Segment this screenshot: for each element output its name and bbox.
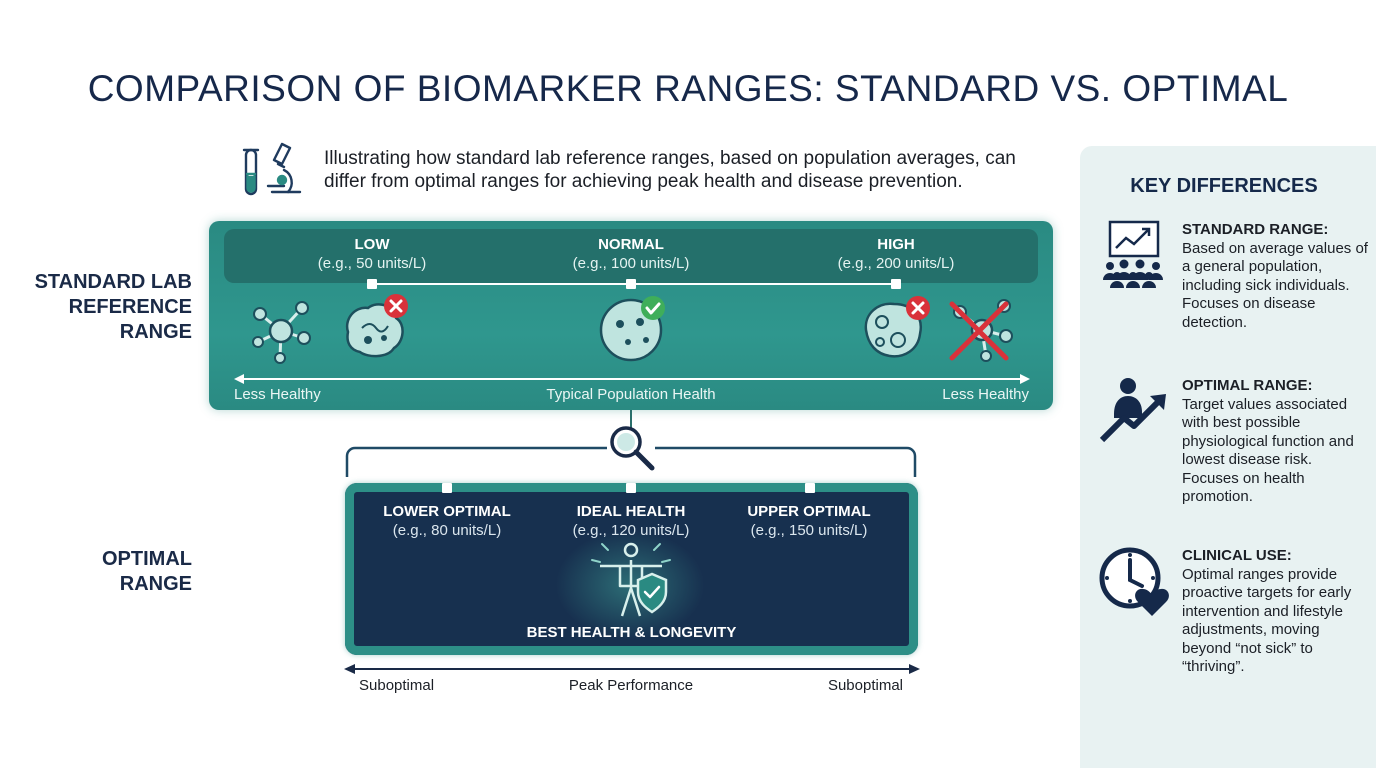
tick-ideal-health (626, 483, 636, 493)
marker-normal: NORMAL (e.g., 100 units/L) (521, 235, 741, 273)
clock-heart-icon (1099, 547, 1169, 616)
lab-microscope-icon (242, 142, 302, 196)
marker-lower-optimal-title: LOWER OPTIMAL (383, 503, 511, 520)
optimal-performance-arrow (344, 664, 920, 674)
tick-lower-optimal (442, 483, 452, 493)
key-diff-optimal-body: Target values associated with best possi… (1182, 395, 1354, 506)
standard-label-line-2: REFERENCE (68, 296, 192, 318)
marker-upper-optimal-example: (e.g., 150 units/L) (750, 522, 868, 539)
standard-range-header (224, 229, 1038, 283)
marker-high: HIGH (e.g., 200 units/L) (786, 235, 1006, 273)
marker-normal-example: (e.g., 100 units/L) (572, 255, 690, 272)
crossed-molecule-icon (949, 299, 1013, 362)
marker-low-title: LOW (354, 236, 390, 253)
magnifier-icon (610, 426, 655, 471)
enlarged-cell-icon (864, 296, 930, 358)
standard-health-arrow (234, 374, 1030, 384)
healthy-cell-icon (599, 296, 665, 362)
marker-normal-title: NORMAL (598, 236, 664, 253)
marker-ideal-health-title: IDEAL HEALTH (576, 503, 686, 520)
optimal-label-line-2: RANGE (119, 573, 192, 595)
key-diff-clinical-heading: CLINICAL USE: (1182, 547, 1292, 564)
key-diff-standard: STANDARD RANGE: Based on average values … (1182, 221, 1368, 332)
marker-high-example: (e.g., 200 units/L) (837, 255, 955, 272)
tick-normal (626, 279, 636, 289)
standard-foot-left: Less Healthy (234, 386, 321, 403)
standard-foot-right: Less Healthy (942, 386, 1029, 403)
key-differences-title: KEY DIFFERENCES (1130, 175, 1318, 197)
molecule-icon (252, 301, 311, 364)
tick-upper-optimal (805, 483, 815, 493)
intro-line-2: differ from optimal ranges for achieving… (324, 171, 963, 192)
best-health-label: BEST HEALTH & LONGEVITY (526, 624, 737, 641)
protected-person-icon (591, 542, 671, 617)
zoom-bracket (345, 446, 917, 477)
intro-text: Illustrating how standard lab reference … (324, 147, 1064, 193)
optimal-foot-center: Peak Performance (568, 677, 694, 694)
key-diff-standard-body: Based on average values of a general pop… (1182, 239, 1368, 331)
marker-low-example: (e.g., 50 units/L) (317, 255, 427, 272)
key-diff-clinical: CLINICAL USE: Optimal ranges provide pro… (1182, 547, 1368, 677)
intro-line-1: Illustrating how standard lab reference … (324, 148, 1016, 169)
marker-upper-optimal: UPPER OPTIMAL (e.g., 150 units/L) (709, 502, 909, 540)
marker-upper-optimal-title: UPPER OPTIMAL (747, 503, 871, 520)
standard-range-label: STANDARD LAB REFERENCE RANGE (20, 270, 192, 345)
optimal-foot-right: Suboptimal (827, 677, 903, 694)
population-chart-icon (1103, 220, 1163, 288)
tick-high (891, 279, 901, 289)
marker-low: LOW (e.g., 50 units/L) (262, 235, 482, 273)
standard-foot-center: Typical Population Health (546, 386, 716, 403)
key-diff-optimal-heading: OPTIMAL RANGE: (1182, 377, 1313, 394)
damaged-cell-icon (345, 294, 408, 358)
optimal-range-label: OPTIMAL RANGE (20, 547, 192, 597)
key-diff-clinical-body: Optimal ranges provide proactive targets… (1182, 565, 1352, 676)
person-growth-icon (1099, 378, 1166, 443)
band-connector (630, 410, 632, 428)
marker-ideal-health-example: (e.g., 120 units/L) (572, 522, 690, 539)
tick-low (367, 279, 377, 289)
standard-label-line-3: RANGE (119, 321, 192, 343)
key-diff-standard-heading: STANDARD RANGE: (1182, 221, 1329, 238)
marker-high-title: HIGH (877, 236, 915, 253)
marker-lower-optimal: LOWER OPTIMAL (e.g., 80 units/L) (347, 502, 547, 540)
marker-lower-optimal-example: (e.g., 80 units/L) (392, 522, 502, 539)
optimal-foot-left: Suboptimal (359, 677, 435, 694)
marker-ideal-health: IDEAL HEALTH (e.g., 120 units/L) (531, 502, 731, 540)
optimal-label-line-1: OPTIMAL (102, 548, 192, 570)
page-title: COMPARISON OF BIOMARKER RANGES: STANDARD… (87, 68, 1289, 109)
key-diff-optimal: OPTIMAL RANGE: Target values associated … (1182, 377, 1368, 507)
standard-label-line-1: STANDARD LAB (34, 271, 192, 293)
